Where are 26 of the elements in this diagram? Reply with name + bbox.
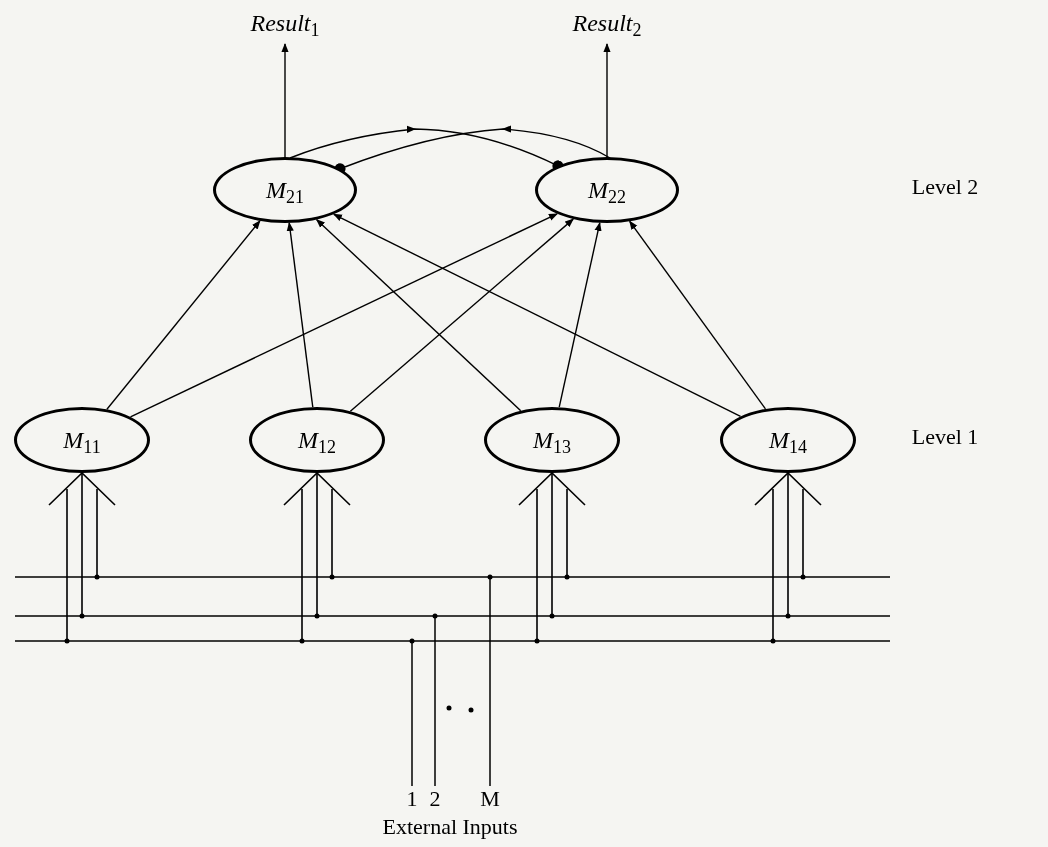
arrow xyxy=(603,43,611,158)
output-label: Result$_{2}$ xyxy=(552,4,662,42)
caption-text: External Inputs xyxy=(381,816,519,838)
level-label: Level 2 xyxy=(910,176,980,198)
input-label: 1 xyxy=(405,788,419,810)
arrow xyxy=(349,218,574,412)
module-ellipse: M$_{11}$ xyxy=(14,407,150,473)
module-ellipse: M$_{12}$ xyxy=(249,407,385,473)
arrow xyxy=(286,222,314,408)
input-arrow xyxy=(754,472,822,642)
input-arrow xyxy=(48,472,116,642)
module-ellipse: M$_{21}$ xyxy=(213,157,357,223)
input-arrow xyxy=(283,472,351,642)
output-label: Result$_{1}$ xyxy=(230,4,340,42)
lateral-connection xyxy=(335,125,611,172)
arrow xyxy=(129,213,558,418)
module-ellipse: M$_{22}$ xyxy=(535,157,679,223)
input-label: M xyxy=(480,788,500,810)
arrow xyxy=(333,213,742,418)
module-ellipse: M$_{13}$ xyxy=(484,407,620,473)
level-label: Level 1 xyxy=(910,426,980,448)
arrow xyxy=(558,221,602,408)
input-arrow xyxy=(518,472,586,642)
input-label: 2 xyxy=(428,788,442,810)
arrow xyxy=(281,43,289,158)
module-ellipse: M$_{14}$ xyxy=(720,407,856,473)
